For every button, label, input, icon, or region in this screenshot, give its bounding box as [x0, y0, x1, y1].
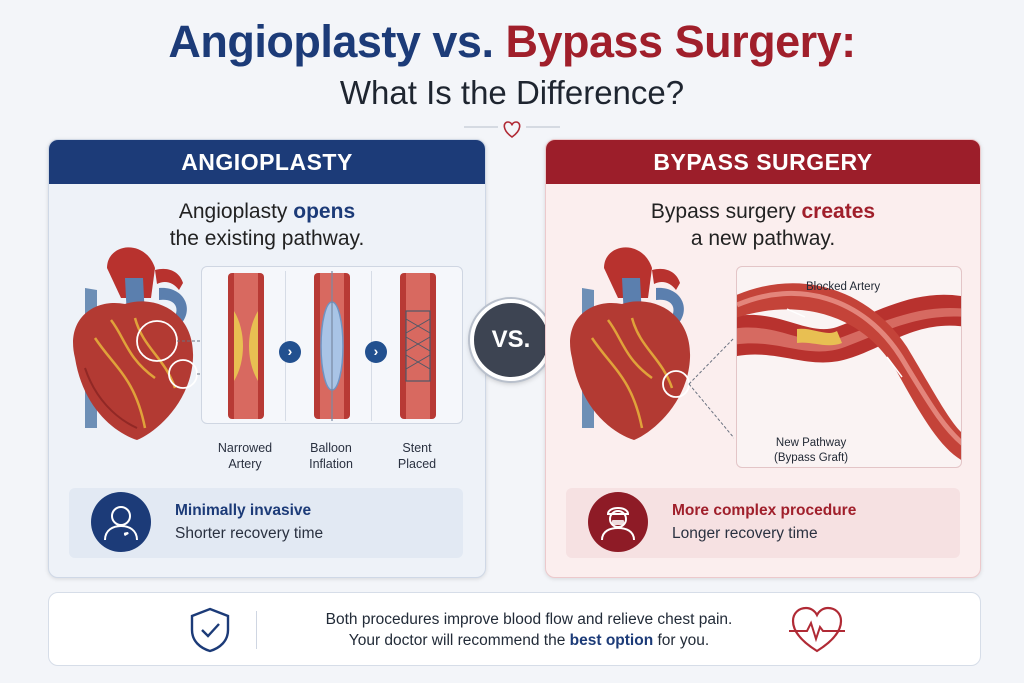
patient-icon: [91, 492, 151, 552]
stent-illustration: [400, 273, 436, 419]
heart-divider-icon: [464, 121, 560, 138]
bypass-tagline: Bypass surgery creates a new pathway.: [546, 198, 980, 252]
footer-note: Both procedures improve blood flow and r…: [48, 592, 981, 666]
shield-check-icon: [190, 607, 230, 653]
label-blocked-artery: Blocked Artery: [806, 281, 881, 293]
bypass-tagline-highlight: creates: [801, 200, 876, 223]
step-balloon-inflation: [292, 271, 372, 421]
artery-graft-illustration: [737, 283, 961, 460]
heart-illustration: [73, 247, 205, 440]
tagline-line2: the existing pathway.: [169, 227, 365, 250]
label-balloon: Balloon Inflation: [309, 441, 353, 471]
narrowed-artery-illustration: [228, 273, 264, 419]
bypass-graft-illustration: [736, 266, 962, 468]
tagline-pre: Angioplasty: [178, 200, 288, 223]
bypass-heart-illustration: [570, 247, 734, 440]
step-arrow-2-icon: ›: [365, 341, 387, 363]
step-arrow-1-icon: ›: [279, 341, 301, 363]
surgeon-icon: [588, 492, 648, 552]
footer-text: Both procedures improve blood flow and r…: [249, 609, 809, 651]
bypass-tagline-line2: a new pathway.: [690, 227, 836, 250]
angioplasty-benefit: Minimally invasive Shorter recovery time: [69, 488, 463, 558]
angioplasty-benefit-sub: Shorter recovery time: [175, 525, 324, 542]
bypass-benefit: More complex procedure Longer recovery t…: [566, 488, 960, 558]
angioplasty-header: ANGIOPLASTY: [49, 140, 485, 184]
bypass-benefit-title: More complex procedure: [672, 502, 857, 519]
step-narrowed-artery: [206, 271, 286, 421]
angioplasty-benefit-title: Minimally invasive: [175, 502, 312, 519]
footer-separator: [256, 611, 257, 649]
bypass-tagline-pre: Bypass surgery: [650, 200, 796, 223]
vs-badge: VS.: [470, 299, 552, 381]
footer-line1: Both procedures improve blood flow and r…: [325, 611, 733, 628]
bypass-header: BYPASS SURGERY: [546, 140, 980, 184]
bypass-benefit-sub: Longer recovery time: [672, 525, 818, 542]
footer-line2: Your doctor will recommend the best opti…: [348, 632, 710, 649]
title-block: Angioplasty vs. Bypass Surgery: What Is …: [0, 14, 1024, 114]
bypass-panel: BYPASS SURGERY Bypass surgery creates a …: [545, 139, 981, 578]
main-title: Angioplasty vs. Bypass Surgery:: [0, 14, 1024, 70]
title-bypass: Bypass Surgery:: [505, 16, 856, 67]
label-stent: Stent Placed: [397, 441, 437, 471]
tagline-highlight: opens: [293, 200, 356, 223]
heartbeat-icon: [789, 606, 845, 653]
title-angioplasty: Angioplasty vs.: [168, 16, 494, 67]
label-new-pathway: New Pathway (Bypass Graft): [774, 437, 849, 464]
angioplasty-tagline: Angioplasty opens the existing pathway.: [49, 198, 485, 252]
subtitle: What Is the Difference?: [339, 74, 685, 111]
angioplasty-panel: ANGIOPLASTY Angioplasty opens the existi…: [48, 139, 486, 578]
angioplasty-steps: [201, 266, 463, 424]
step-stent-placed: [378, 271, 458, 421]
label-narrowed: Narrowed Artery: [217, 441, 273, 471]
balloon-illustration: [314, 271, 350, 421]
